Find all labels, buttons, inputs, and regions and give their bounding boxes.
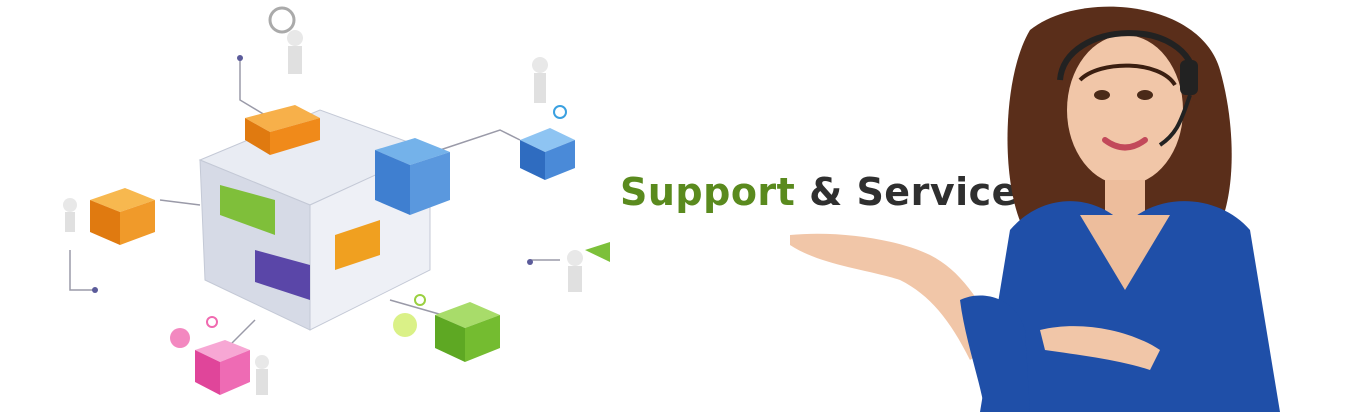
document-figure [63, 188, 155, 245]
mail-figure [520, 57, 575, 180]
pink-box-figure [170, 316, 269, 395]
headline-word-service: & Service [795, 170, 1018, 214]
megaphone-figure [567, 242, 610, 292]
cube-network-illustration [63, 6, 610, 395]
headline-word-support: Support [620, 170, 796, 214]
magnifier-figure [268, 6, 303, 74]
central-cube [198, 105, 450, 331]
phone-figure [393, 294, 500, 362]
banner-headline: Support & Service [620, 170, 1018, 214]
support-agent-photo [790, 6, 1280, 412]
headset-icon [1057, 30, 1198, 147]
